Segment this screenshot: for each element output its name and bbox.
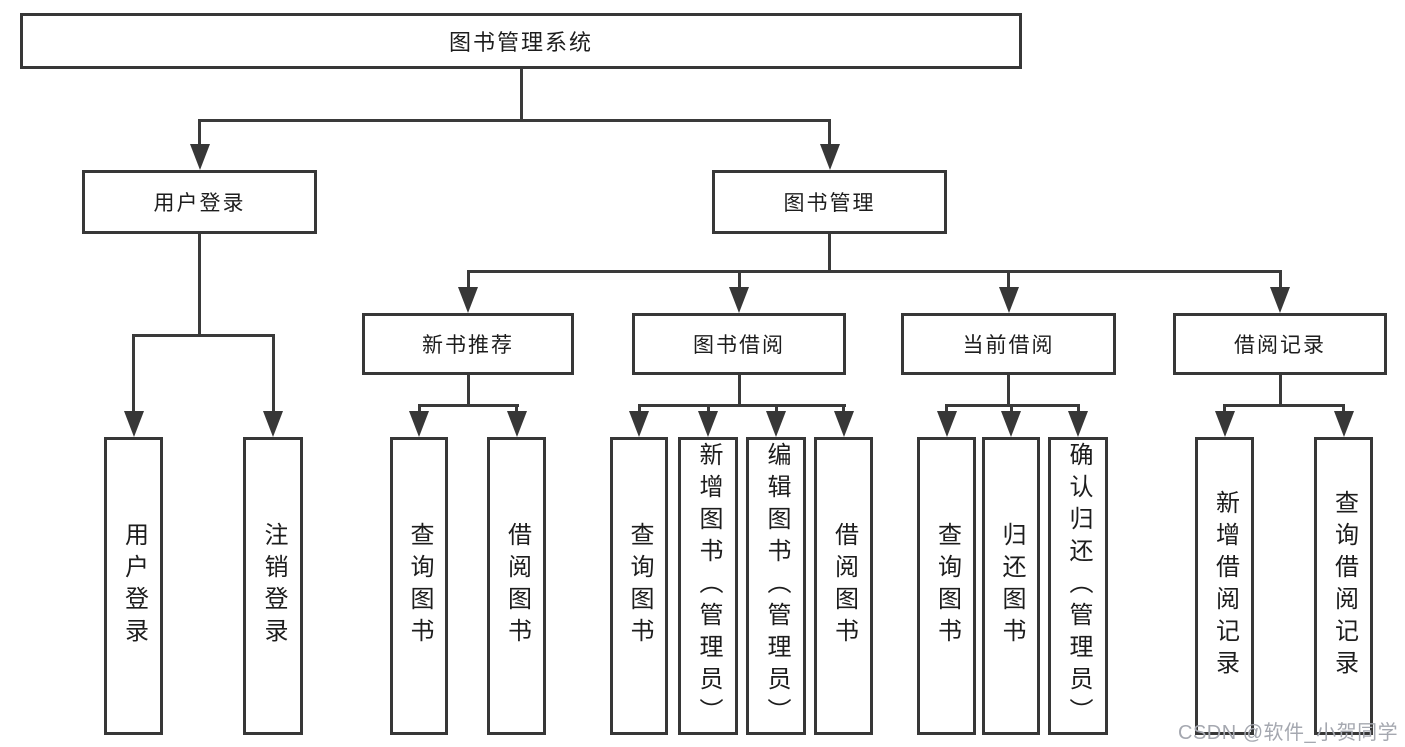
connector-line	[706, 404, 710, 413]
connector-line	[774, 404, 778, 413]
node-root-label: 图书管理系统	[448, 30, 593, 55]
leaf-borrow-books-2: 借阅图书	[814, 437, 873, 735]
leaf-logout: 注销登录	[243, 437, 303, 735]
connector-line	[466, 270, 470, 289]
connector-line	[945, 404, 1080, 407]
arrow-down-icon	[936, 411, 957, 437]
leaf-query-books-2-label: 查询图书	[626, 522, 653, 650]
connector-line	[1007, 375, 1010, 406]
leaf-user-login: 用户登录	[104, 437, 163, 735]
connector-line	[132, 334, 135, 414]
connector-line	[1278, 375, 1282, 406]
leaf-query-books-3-label: 查询图书	[933, 522, 961, 650]
connector-line	[198, 119, 831, 122]
leaf-add-borrow-record: 新增借阅记录	[1195, 437, 1254, 735]
leaf-query-books-1: 查询图书	[390, 437, 448, 735]
leaf-query-books-1-label: 查询图书	[406, 522, 433, 650]
leaf-borrow-books-2-label: 借阅图书	[830, 522, 858, 650]
arrow-down-icon	[1068, 411, 1088, 437]
arrow-down-icon	[189, 144, 210, 170]
leaf-query-borrow-record: 查询借阅记录	[1314, 437, 1373, 735]
arrow-down-icon	[458, 287, 478, 313]
leaf-add-book-admin: 新增图书（管理员）	[678, 437, 738, 735]
arrow-down-icon	[998, 287, 1019, 313]
arrow-down-icon	[506, 411, 527, 437]
connector-line	[515, 404, 518, 413]
arrow-down-icon	[819, 144, 840, 170]
leaf-confirm-return-admin: 确认归还（管理员）	[1048, 437, 1108, 735]
leaf-add-book-admin-label: 新增图书（管理员）	[695, 442, 722, 730]
node-borrow-records-label: 借阅记录	[1234, 334, 1326, 357]
connector-line	[1223, 404, 1226, 413]
leaf-confirm-return-admin-label: 确认归还（管理员）	[1065, 442, 1092, 730]
arrow-down-icon	[1270, 287, 1290, 313]
connector-line	[466, 375, 470, 406]
connector-line	[637, 404, 641, 413]
leaf-return-book: 归还图书	[982, 437, 1040, 735]
arrow-down-icon	[1001, 411, 1021, 437]
node-user-login: 用户登录	[82, 170, 317, 234]
arrow-down-icon	[1214, 411, 1235, 437]
connector-line	[132, 334, 275, 337]
arrow-down-icon	[1333, 411, 1354, 437]
node-current-borrow-label: 当前借阅	[962, 334, 1055, 357]
leaf-query-books-3: 查询图书	[917, 437, 976, 735]
connector-line	[417, 404, 421, 413]
connector-line	[1007, 270, 1010, 289]
node-new-book-recommend: 新书推荐	[362, 313, 574, 375]
connector-line	[737, 270, 741, 289]
leaf-edit-book-admin: 编辑图书（管理员）	[746, 437, 806, 735]
connector-line	[417, 404, 519, 407]
connector-line	[828, 119, 831, 147]
node-current-borrow: 当前借阅	[901, 313, 1116, 375]
arrow-down-icon	[123, 411, 144, 437]
leaf-add-borrow-record-label: 新增借阅记录	[1211, 490, 1239, 682]
connector-line	[198, 234, 201, 336]
node-book-management: 图书管理	[712, 170, 947, 234]
connector-line	[945, 404, 948, 413]
watermark: CSDN @软件_小贺同学	[1178, 722, 1399, 744]
arrow-down-icon	[729, 287, 749, 313]
leaf-edit-book-admin-label: 编辑图书（管理员）	[763, 442, 790, 730]
connector-line	[842, 404, 845, 413]
arrow-down-icon	[766, 411, 786, 437]
connector-line	[271, 334, 275, 414]
leaf-query-borrow-record-label: 查询借阅记录	[1330, 490, 1358, 682]
node-new-book-recommend-label: 新书推荐	[422, 334, 514, 357]
arrow-down-icon	[263, 411, 283, 437]
arrow-down-icon	[409, 411, 429, 437]
connector-line	[637, 404, 846, 407]
node-borrow-records: 借阅记录	[1173, 313, 1387, 375]
leaf-return-book-label: 归还图书	[998, 522, 1025, 650]
arrow-down-icon	[629, 411, 649, 437]
leaf-logout-label: 注销登录	[260, 522, 287, 650]
connector-line	[198, 119, 201, 147]
connector-line	[1009, 404, 1013, 413]
node-user-login-label: 用户登录	[153, 192, 246, 215]
node-book-borrow: 图书借阅	[632, 313, 846, 375]
node-book-borrow-label: 图书借阅	[693, 334, 785, 357]
leaf-query-books-2: 查询图书	[610, 437, 668, 735]
node-root: 图书管理系统	[20, 13, 1022, 69]
connector-line	[737, 375, 741, 406]
connector-line	[1278, 270, 1282, 289]
connector-line	[519, 69, 523, 121]
arrow-down-icon	[833, 411, 854, 437]
node-book-management-label: 图书管理	[783, 192, 876, 215]
leaf-user-login-label: 用户登录	[120, 522, 148, 650]
connector-line	[1223, 404, 1345, 407]
connector-line	[828, 234, 831, 272]
arrow-down-icon	[698, 411, 718, 437]
leaf-borrow-books-1: 借阅图书	[487, 437, 546, 735]
connector-line	[1076, 404, 1080, 413]
connector-line	[1342, 404, 1345, 413]
leaf-borrow-books-1-label: 借阅图书	[503, 522, 531, 650]
connector-line	[466, 270, 1282, 273]
